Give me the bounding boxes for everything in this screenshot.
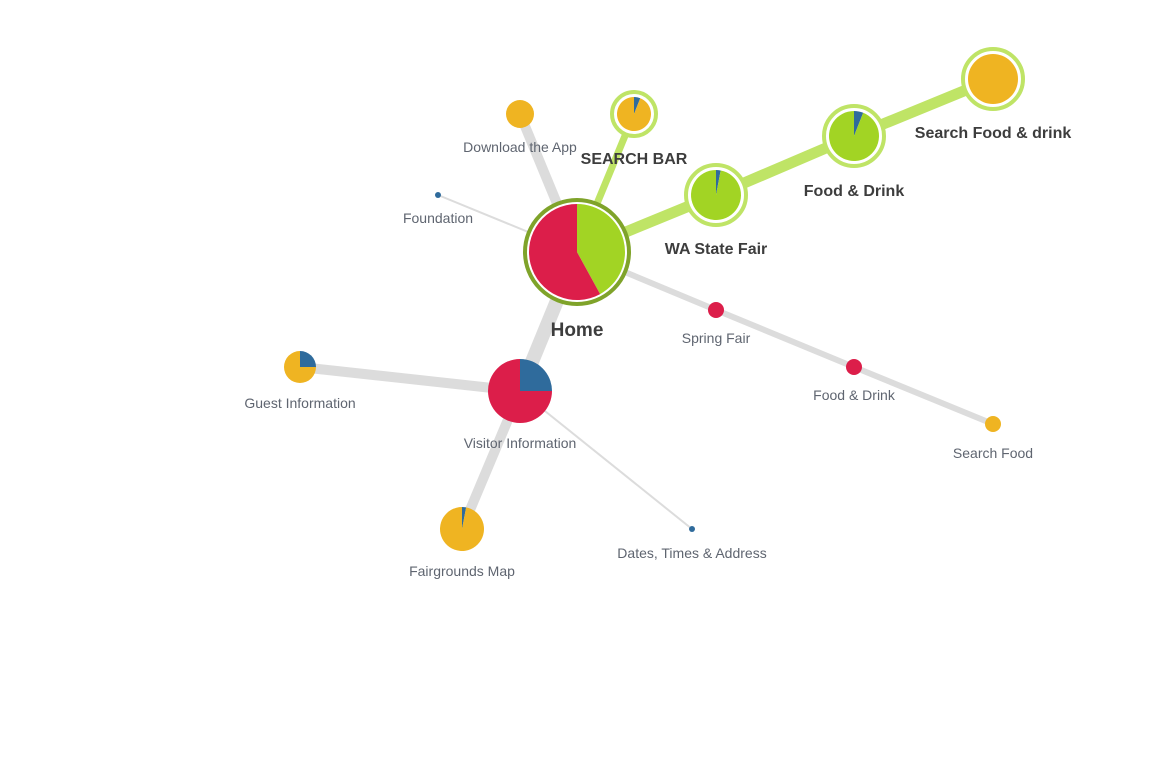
node-download-app[interactable] bbox=[506, 100, 534, 128]
node-label-spring-fair: Spring Fair bbox=[682, 330, 751, 346]
pie-slice bbox=[846, 359, 862, 375]
edge-visitor-info-to-guest-info bbox=[299, 362, 521, 396]
node-search-bar[interactable] bbox=[610, 90, 658, 138]
pie-slice bbox=[435, 192, 441, 198]
node-food-drink-1[interactable] bbox=[822, 104, 886, 168]
node-fairgrounds-map[interactable] bbox=[440, 507, 485, 551]
pie-slice bbox=[689, 526, 695, 532]
pie-slice bbox=[488, 359, 552, 423]
node-spring-fair[interactable] bbox=[708, 302, 724, 318]
node-home[interactable] bbox=[523, 198, 631, 306]
pie-slice bbox=[529, 204, 601, 301]
edges-layer bbox=[299, 73, 996, 531]
node-label-home: Home bbox=[551, 320, 604, 341]
node-food-drink-2[interactable] bbox=[846, 359, 862, 375]
nodes-layer bbox=[284, 47, 1025, 551]
pie-slice bbox=[985, 416, 1001, 432]
pie-slice bbox=[506, 100, 534, 128]
node-label-foundation: Foundation bbox=[403, 210, 473, 226]
pie-slice bbox=[690, 170, 741, 220]
node-label-search-food: Search Food bbox=[953, 445, 1033, 461]
node-search-food-drink[interactable] bbox=[961, 47, 1025, 111]
node-label-guest-info: Guest Information bbox=[244, 395, 355, 411]
node-label-download-app: Download the App bbox=[463, 139, 577, 155]
pie-slice bbox=[708, 302, 724, 318]
node-wa-state-fair[interactable] bbox=[684, 163, 748, 227]
edge-spring-fair-to-food-drink-2 bbox=[714, 307, 856, 370]
pie-slice bbox=[300, 351, 316, 367]
pie-slice bbox=[440, 507, 485, 551]
pie-slice bbox=[854, 111, 864, 136]
node-label-search-bar: SEARCH BAR bbox=[581, 151, 688, 168]
pie-slice bbox=[716, 170, 721, 195]
node-label-visitor-info: Visitor Information bbox=[464, 435, 577, 451]
node-foundation[interactable] bbox=[435, 192, 441, 198]
node-visitor-info[interactable] bbox=[488, 359, 552, 423]
node-label-fairgrounds-map: Fairgrounds Map bbox=[409, 563, 515, 579]
node-label-dates-times: Dates, Times & Address bbox=[617, 545, 766, 561]
node-label-wa-state-fair: WA State Fair bbox=[665, 241, 768, 258]
edge-visitor-info-to-dates-times bbox=[519, 390, 693, 530]
node-label-search-food-drink: Search Food & drink bbox=[915, 125, 1072, 142]
node-guest-info[interactable] bbox=[284, 351, 316, 383]
node-label-food-drink-2: Food & Drink bbox=[813, 387, 896, 403]
node-dates-times[interactable] bbox=[689, 526, 695, 532]
pie-slice bbox=[520, 359, 552, 391]
pie-slice bbox=[577, 204, 626, 295]
pie-slice bbox=[462, 507, 467, 529]
edge-food-drink-2-to-search-food bbox=[852, 364, 995, 427]
node-label-food-drink-1: Food & Drink bbox=[804, 183, 905, 200]
pie-slice bbox=[617, 97, 651, 132]
pie-slice bbox=[284, 351, 316, 383]
pie-slice bbox=[634, 97, 641, 114]
pie-slice bbox=[829, 111, 879, 162]
node-search-food[interactable] bbox=[985, 416, 1001, 432]
pie-slice bbox=[968, 54, 1018, 104]
